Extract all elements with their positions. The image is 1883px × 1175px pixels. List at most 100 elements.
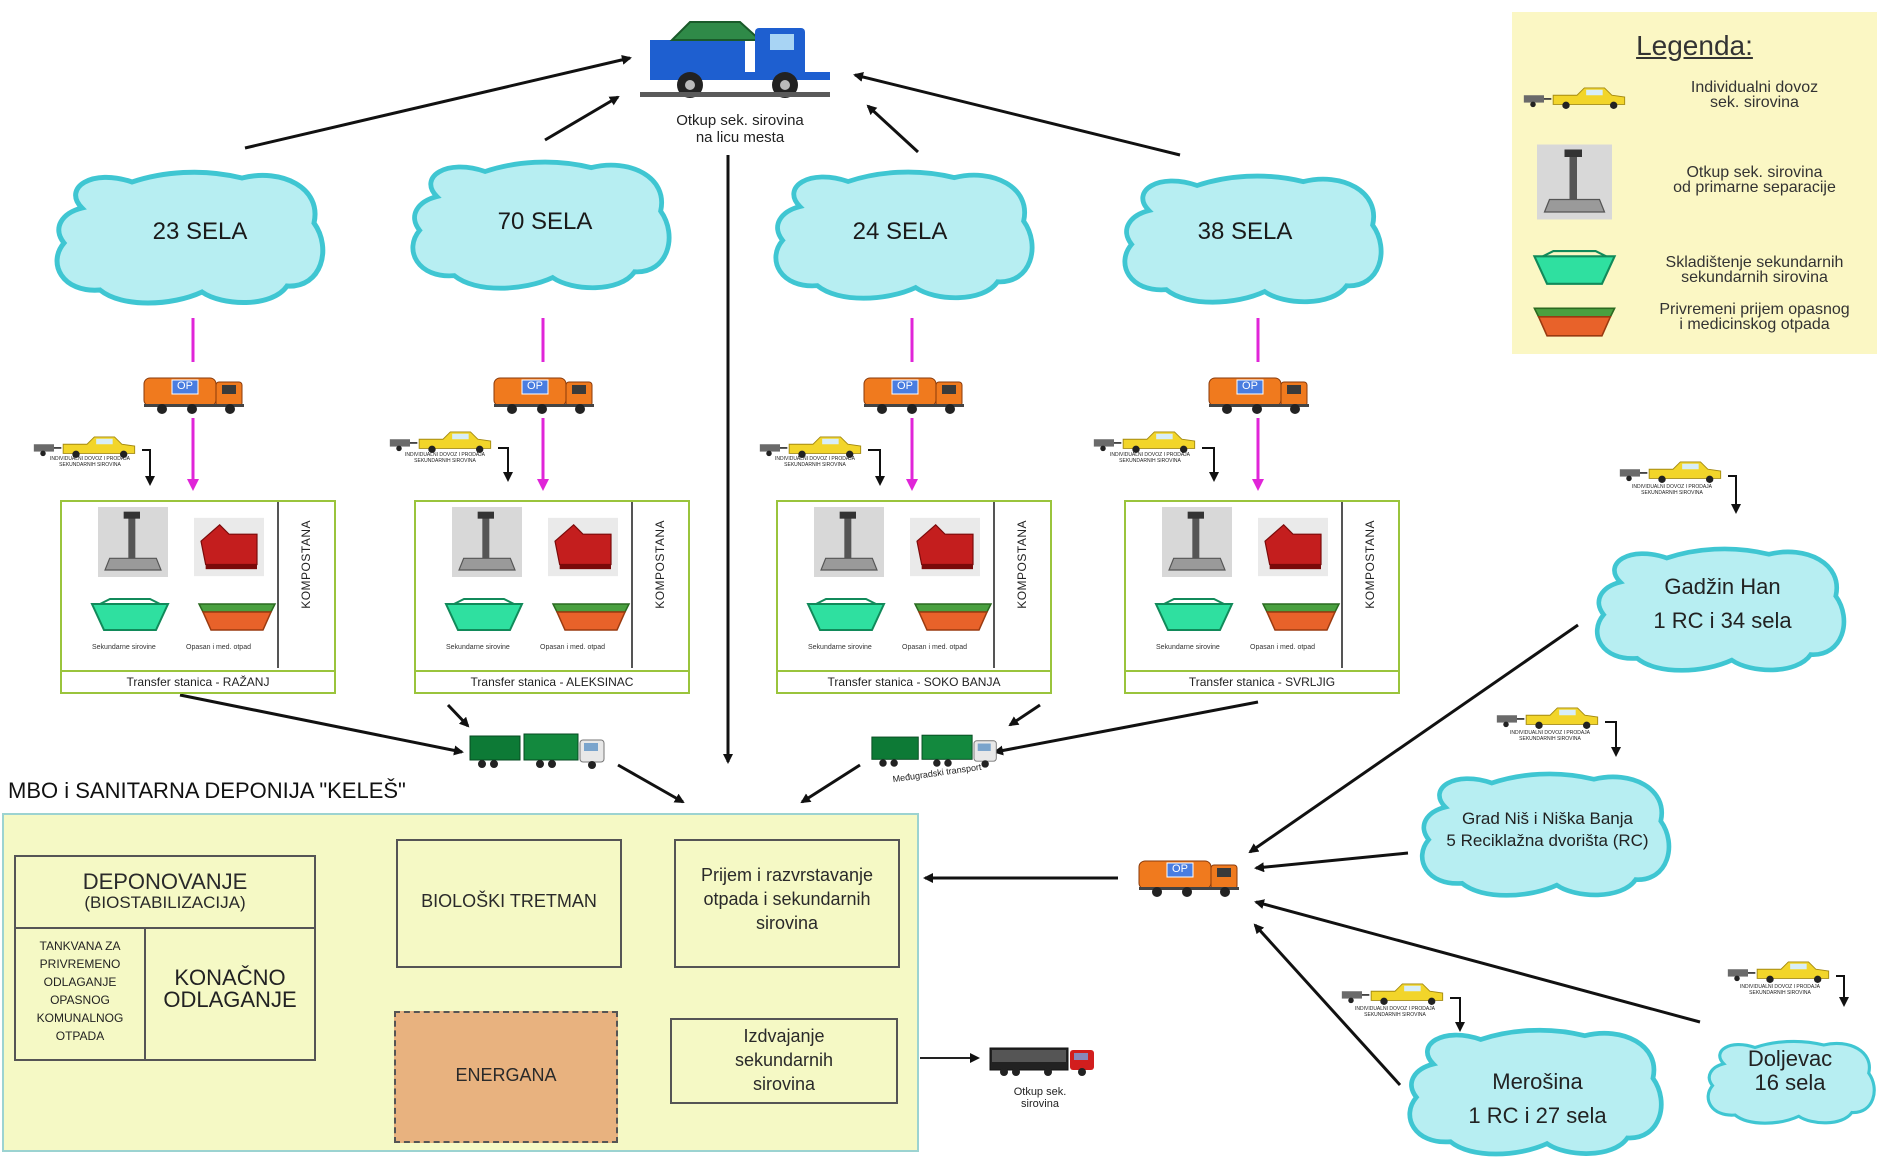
legend-item-3: Skladištenje sekundarnih sekundarnih sir…	[1642, 254, 1867, 286]
legend-item-2-line1: Otkup sek. sirovina	[1686, 164, 1823, 181]
station-svrljig: Sekundarne sirovine Opasan i med. otpad …	[1124, 500, 1400, 694]
top-truck-caption-line2: na licu mesta	[695, 129, 785, 146]
kompostana-box: KOMPOSTANA	[277, 502, 334, 668]
pickup-caption-line1: INDIVIDUALNI DOVOZ I PRODAJA	[1109, 452, 1190, 458]
kompostana-label: KOMPOSTANA	[1015, 520, 1029, 609]
legend-hazard-container-icon	[1533, 307, 1616, 337]
izdvajanje-line2: sekundarnih	[734, 1050, 834, 1070]
pickup-soko-banja	[759, 436, 862, 459]
gadzin-text: Gadžin Han 1 RC i 34 sela	[1610, 570, 1835, 638]
tankvana-line: OPASNOG	[50, 993, 110, 1007]
pickup-razanj	[33, 436, 136, 459]
hazard-label: Opasan i med. otpad	[1250, 644, 1315, 651]
green-container-icon	[91, 598, 169, 631]
legend-scale-icon	[1537, 143, 1612, 221]
deponovanje-subtitle: (BIOSTABILIZACIJA)	[84, 893, 246, 912]
op-label-4: OP	[1242, 380, 1258, 392]
arrows-right-to-op	[923, 623, 1701, 1087]
kompostana-label: KOMPOSTANA	[1363, 520, 1377, 609]
legend-item-1: Individualni dovoz sek. sirovina	[1642, 79, 1867, 111]
pickup-caption-line1: INDIVIDUALNI DOVOZ I PRODAJA	[1631, 484, 1712, 490]
legend: Legenda: Individualni dovoz sek. sirovin…	[1512, 12, 1877, 354]
tankvana-cell: TANKVANA ZA PRIVREMENO ODLAGANJE OPASNOG…	[16, 929, 146, 1059]
pickup-aleksinac	[389, 431, 492, 454]
pickup-caption-line2: SEKUNDARNIH SIROVINA	[1749, 990, 1811, 996]
kompostana-box: KOMPOSTANA	[993, 502, 1050, 668]
pickup-caption-line1: INDIVIDUALNI DOVOZ I PRODAJA	[1739, 984, 1820, 990]
legend-item-4: Privremeni prijem opasnog i medicinskog …	[1642, 302, 1867, 333]
green-container-icon	[1155, 598, 1233, 631]
konacno-text: KONAČNO ODLAGANJE	[146, 967, 314, 1011]
nis-line2: 5 Reciklažna dvorišta (RC)	[1446, 831, 1649, 850]
hazard-container-icon	[914, 603, 992, 631]
cloud-70-label: 70 SELA	[497, 208, 593, 235]
arrows-stations-to-mbo	[179, 693, 1259, 804]
op-label-1: OP	[177, 380, 193, 392]
bioloski-label: BIOLOŠKI TRETMAN	[421, 891, 597, 911]
op-label-3: OP	[897, 380, 913, 392]
nis-line1: Grad Niš i Niška Banja	[1461, 809, 1633, 828]
legend-pickup-icon	[1523, 87, 1626, 110]
deponovanje-box: DEPONOVANJE (BIOSTABILIZACIJA)	[14, 855, 316, 932]
station-soko-banja: Sekundarne sirovine Opasan i med. otpad …	[776, 500, 1052, 694]
mbo-area: DEPONOVANJE (BIOSTABILIZACIJA) TANKVANA …	[2, 813, 919, 1152]
pickup-caption-line2: SEKUNDARNIH SIROVINA	[414, 458, 476, 464]
nis-text: Grad Niš i Niška Banja 5 Reciklažna dvor…	[1420, 808, 1675, 852]
cloud-24-label: 24 SELA	[852, 218, 948, 245]
right-pickup-arrows	[1450, 475, 1849, 1032]
pickup-caption-line2: SEKUNDARNIH SIROVINA	[784, 462, 846, 468]
secondary-label: Sekundarne sirovine	[92, 644, 156, 651]
scale-icon	[452, 507, 522, 577]
pickup-caption-line1: INDIVIDUALNI DOVOZ I PRODAJA	[774, 456, 855, 462]
merosina-text: Merošina 1 RC i 27 sela	[1420, 1065, 1655, 1133]
legend-item-3-line2: sekundarnih sirovina	[1681, 269, 1828, 286]
prijem-line2: otpada i sekundarnih	[703, 889, 871, 909]
doljevac-line2: 16 sela	[1754, 1070, 1826, 1095]
hazard-container-icon	[198, 603, 276, 631]
pickup-caption-line2: SEKUNDARNIH SIROVINA	[1641, 490, 1703, 496]
pickup-down-arrows	[142, 447, 1219, 486]
doljevac-line1: Doljevac	[1747, 1046, 1833, 1071]
deponovanje-title: DEPONOVANJE	[82, 869, 248, 894]
legend-item-1-line2: sek. sirovina	[1710, 94, 1799, 111]
pickup-caption-line2: SEKUNDARNIH SIROVINA	[1519, 736, 1581, 742]
kompostana-label: KOMPOSTANA	[653, 520, 667, 609]
press-container-icon	[194, 517, 264, 577]
energana-box: ENERGANA	[394, 1011, 618, 1143]
kompostana-box: KOMPOSTANA	[1341, 502, 1398, 668]
tankvana-line: TANKVANA ZA	[39, 939, 121, 953]
press-container-icon	[548, 517, 618, 577]
hazard-label: Opasan i med. otpad	[540, 644, 605, 651]
mbo-title: MBO i SANITARNA DEPONIJA "KELEŠ"	[8, 778, 406, 803]
pickup-svrljig	[1093, 431, 1196, 454]
secondary-label: Sekundarne sirovine	[446, 644, 510, 651]
legend-item-3-line1: Skladištenje sekundarnih	[1665, 254, 1844, 271]
pickup-caption-line2: SEKUNDARNIH SIROVINA	[1364, 1012, 1426, 1018]
odlaganje-box: TANKVANA ZA PRIVREMENO ODLAGANJE OPASNOG…	[14, 927, 316, 1061]
legend-title-text: Legenda:	[1636, 30, 1753, 61]
legend-item-1-line1: Individualni dovoz	[1690, 79, 1819, 96]
cloud-23-label: 23 SELA	[152, 218, 248, 245]
pickup-caption-line1: INDIVIDUALNI DOVOZ I PRODAJA	[1509, 730, 1590, 736]
scale-icon	[814, 507, 884, 577]
prijem-text: Prijem i razvrstavanje otpada i sekundar…	[676, 863, 898, 935]
pickup-nis	[1496, 707, 1599, 730]
izdvajanje-text: Izdvajanje sekundarnih sirovina	[672, 1024, 896, 1096]
hazard-container-icon	[552, 603, 630, 631]
press-container-icon	[1258, 517, 1328, 577]
hazard-label: Opasan i med. otpad	[186, 644, 251, 651]
op-label-right: OP	[1172, 863, 1188, 875]
konacno-line2: ODLAGANJE	[163, 987, 297, 1012]
legend-item-2: Otkup sek. sirovina od primarne separaci…	[1642, 164, 1867, 196]
merosina-line1: Merošina	[1492, 1069, 1583, 1094]
pickup-caption-line2: SEKUNDARNIH SIROVINA	[1119, 458, 1181, 464]
arrows-to-top-truck	[244, 54, 1181, 764]
merosina-line2: 1 RC i 27 sela	[1468, 1103, 1607, 1128]
tankvana-line: OTPADA	[55, 1029, 105, 1043]
prijem-line3: sirovina	[755, 913, 819, 933]
